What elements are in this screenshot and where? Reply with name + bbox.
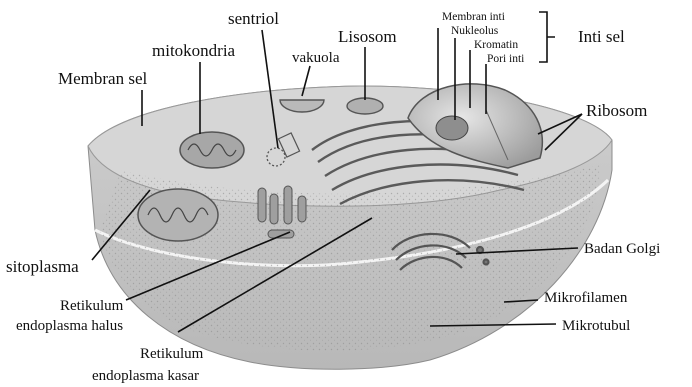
label-retikulum-kasar-1: Retikulum (140, 346, 204, 362)
label-mitokondria: mitokondria (152, 41, 236, 60)
label-vakuola: vakuola (292, 50, 340, 66)
label-lisosom: Lisosom (338, 27, 397, 46)
label-kromatin: Kromatin (474, 39, 518, 51)
label-mikrotubul: Mikrotubul (562, 318, 630, 334)
label-inti-sel: Inti sel (578, 27, 625, 46)
label-membran-sel: Membran sel (58, 69, 148, 88)
label-ribosom: Ribosom (586, 101, 647, 120)
label-retikulum-halus-2: endoplasma halus (16, 318, 123, 334)
label-mikrofilamen: Mikrofilamen (544, 290, 628, 306)
label-sitoplasma: sitoplasma (6, 257, 79, 276)
label-retikulum-halus-1: Retikulum (60, 298, 124, 314)
label-badan-golgi: Badan Golgi (584, 241, 660, 257)
label-retikulum-kasar-2: endoplasma kasar (92, 368, 199, 384)
label-membran-inti: Membran inti (442, 11, 505, 23)
label-nukleolus: Nukleolus (451, 25, 499, 37)
lisosom-organelle (347, 98, 383, 114)
inti-sel-bracket (539, 12, 555, 62)
label-pori-inti: Pori inti (487, 53, 524, 65)
label-sentriol: sentriol (228, 9, 279, 28)
